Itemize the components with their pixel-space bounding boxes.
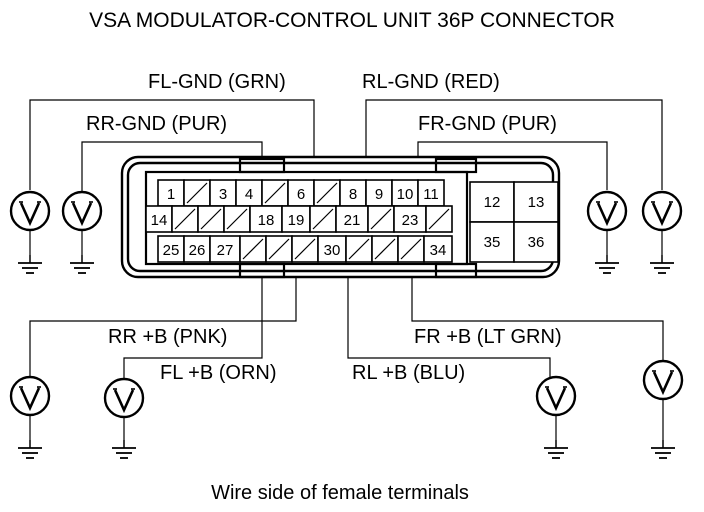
pin-9: 9: [375, 186, 383, 203]
wire-labels: FL-GND (GRN) RL-GND (RED) RR-GND (PUR) F…: [86, 71, 562, 384]
pin-30: 30: [324, 242, 341, 259]
pin-12: 12: [484, 194, 501, 211]
pin-4: 4: [245, 186, 253, 203]
pin-14: 14: [151, 212, 168, 229]
diagram-title: VSA MODULATOR-CONTROL UNIT 36P CONNECTOR: [89, 9, 615, 32]
pin-19: 19: [288, 212, 305, 229]
voltmeter-rr-b: [9, 375, 51, 459]
pin-1: 1: [167, 186, 175, 203]
connector-36p: [120, 155, 561, 279]
label-rl-b: RL +B (BLU): [352, 362, 465, 384]
voltmeter-rr-gnd: [61, 190, 103, 274]
voltmeter-rl-b: [535, 375, 577, 459]
pin-numbers: 1 3 4 6 8 9 10 11 14 18 19 21 23 25 26 2…: [151, 186, 545, 259]
voltmeter-fl-gnd: [9, 190, 51, 274]
pin-11: 11: [423, 186, 439, 203]
label-rl-gnd: RL-GND (RED): [362, 71, 500, 93]
label-fr-gnd: FR-GND (PUR): [418, 113, 557, 135]
label-fl-b: FL +B (ORN): [160, 362, 277, 384]
label-rr-b: RR +B (PNK): [108, 326, 227, 348]
label-fr-b: FR +B (LT GRN): [414, 326, 562, 348]
voltmeter-fr-b: [642, 359, 684, 459]
voltmeter-rl-gnd: [641, 190, 683, 274]
pin-21: 21: [344, 212, 361, 229]
footer-caption: Wire side of female terminals: [211, 482, 469, 504]
pin-27: 27: [217, 242, 234, 259]
pin-26: 26: [189, 242, 206, 259]
label-fl-gnd: FL-GND (GRN): [148, 71, 286, 93]
pin-36: 36: [528, 234, 545, 251]
pin-23: 23: [402, 212, 419, 229]
pin-35: 35: [484, 234, 501, 251]
voltmeters: [9, 190, 684, 459]
pin-13: 13: [528, 194, 545, 211]
pin-10: 10: [397, 186, 414, 203]
pin-34: 34: [430, 242, 447, 259]
label-rr-gnd: RR-GND (PUR): [86, 113, 227, 135]
pin-25: 25: [163, 242, 180, 259]
voltmeter-fr-gnd: [586, 190, 628, 274]
voltmeter-fl-b: [103, 377, 145, 459]
pin-8: 8: [349, 186, 357, 203]
pin-3: 3: [219, 186, 227, 203]
pin-18: 18: [258, 212, 275, 229]
pin-6: 6: [297, 186, 305, 203]
